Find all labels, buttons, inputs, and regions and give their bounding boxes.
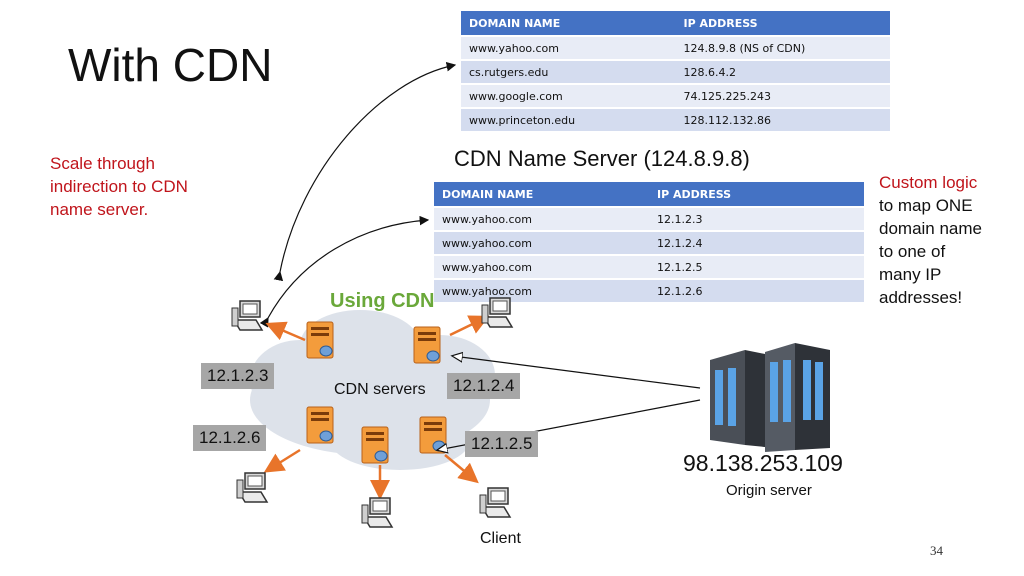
table-row: www.yahoo.com 12.1.2.5 — [434, 256, 864, 278]
ip-cell: 12.1.2.5 — [649, 256, 864, 278]
cdn-servers-label: CDN servers — [334, 381, 426, 398]
domain-cell: www.yahoo.com — [434, 256, 649, 278]
right-note-line: many IP — [879, 265, 942, 284]
origin-arrow — [453, 356, 701, 389]
column-header: IP ADDRESS — [675, 11, 890, 35]
table-row: www.yahoo.com 124.8.9.8 (NS of CDN) — [461, 37, 890, 59]
table-row: www.princeton.edu 128.112.132.86 — [461, 109, 890, 131]
ip-cell: 124.8.9.8 (NS of CDN) — [675, 37, 890, 59]
client-icon — [231, 300, 263, 331]
domain-cell: www.princeton.edu — [461, 109, 676, 131]
ip-cell: 128.6.4.2 — [675, 61, 890, 83]
column-header: IP ADDRESS — [649, 182, 864, 206]
ip-label: 12.1.2.3 — [201, 363, 275, 389]
client-icon — [479, 487, 511, 518]
right-note-line: to map ONE — [879, 196, 973, 215]
right-note-line: addresses! — [879, 288, 963, 307]
ip-label: 12.1.2.5 — [465, 431, 539, 457]
left-note-line: indirection to CDN — [50, 177, 188, 196]
cdn-server-icon — [413, 326, 441, 364]
ip-label: 12.1.2.6 — [193, 425, 267, 451]
ip-cell: 12.1.2.6 — [649, 280, 864, 302]
cdn-server-icon — [419, 416, 447, 454]
table-row: www.google.com 74.125.225.243 — [461, 85, 890, 107]
page-number: 34 — [930, 543, 943, 558]
domain-cell: www.yahoo.com — [434, 208, 649, 230]
right-note-line: to one of — [879, 242, 946, 261]
ip-cell: 12.1.2.3 — [649, 208, 864, 230]
table-header-row: DOMAIN NAME IP ADDRESS — [461, 11, 890, 35]
ns-lookup-arrow — [259, 215, 430, 328]
left-note-line: Scale through — [50, 154, 155, 173]
right-note: Custom logic to map ONE domain name to o… — [879, 171, 982, 309]
table-row: www.yahoo.com 12.1.2.3 — [434, 208, 864, 230]
client-icon — [481, 297, 513, 328]
column-header: DOMAIN NAME — [434, 182, 649, 206]
domain-cell: www.yahoo.com — [434, 280, 649, 302]
cdn-name-server-title: CDN Name Server (124.8.9.8) — [454, 146, 750, 171]
origin-server-label: Origin server — [726, 482, 812, 499]
left-note: Scale through indirection to CDN name se… — [50, 152, 188, 221]
ip-cell: 12.1.2.4 — [649, 232, 864, 254]
table-row: www.yahoo.com 12.1.2.6 — [434, 280, 864, 302]
cdn-server-icon — [306, 321, 334, 359]
domain-cell: www.yahoo.com — [461, 37, 676, 59]
ip-label: 12.1.2.4 — [447, 373, 521, 399]
slide-title: With CDN — [68, 39, 273, 91]
left-note-line: name server. — [50, 200, 149, 219]
dns-table: DOMAIN NAME IP ADDRESS www.yahoo.com 124… — [461, 9, 890, 133]
domain-cell: www.google.com — [461, 85, 676, 107]
client-icon — [236, 472, 268, 503]
dns-lookup-arrow — [273, 61, 457, 282]
right-note-line: domain name — [879, 219, 983, 238]
client-icon — [361, 497, 393, 528]
ip-cell: 128.112.132.86 — [675, 109, 890, 131]
domain-cell: cs.rutgers.edu — [461, 61, 676, 83]
client-label: Client — [480, 530, 521, 547]
column-header: DOMAIN NAME — [461, 11, 676, 35]
origin-server-icon — [710, 343, 830, 452]
ip-cell: 74.125.225.243 — [675, 85, 890, 107]
table-row: cs.rutgers.edu 128.6.4.2 — [461, 61, 890, 83]
using-cdn-label: Using CDN — [330, 290, 435, 312]
domain-cell: www.yahoo.com — [434, 232, 649, 254]
table-row: www.yahoo.com 12.1.2.4 — [434, 232, 864, 254]
cdn-ns-table: DOMAIN NAME IP ADDRESS www.yahoo.com 12.… — [434, 180, 864, 304]
right-note-line: Custom logic — [879, 173, 978, 192]
client-arrows — [263, 315, 490, 500]
cdn-server-icon — [361, 426, 389, 464]
cdn-server-icon — [306, 406, 334, 444]
table-header-row: DOMAIN NAME IP ADDRESS — [434, 182, 864, 206]
origin-ip: 98.138.253.109 — [683, 450, 843, 476]
